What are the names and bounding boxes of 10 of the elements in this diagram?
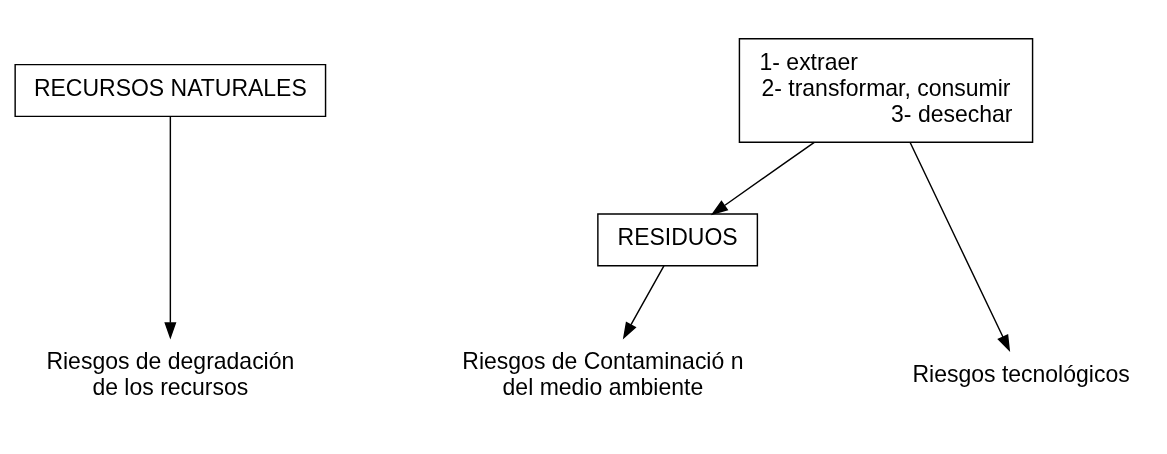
node-text: Riesgos de degradación de los recursos — [46, 347, 295, 400]
arrow — [164, 115, 177, 340]
node-text: Riesgos tecnológicos — [912, 360, 1130, 387]
arrow — [909, 141, 1011, 353]
node-box: RECURSOS NATURALES — [14, 63, 327, 118]
node-box: 1- extraer 2- transformar, consumir 3- desechar — [738, 38, 1034, 143]
arrow — [710, 141, 815, 216]
node-text: Riesgos de Contaminació n del medio ambiente — [462, 347, 744, 400]
node-box: RESIDUOS — [597, 213, 759, 267]
arrow — [622, 265, 665, 340]
